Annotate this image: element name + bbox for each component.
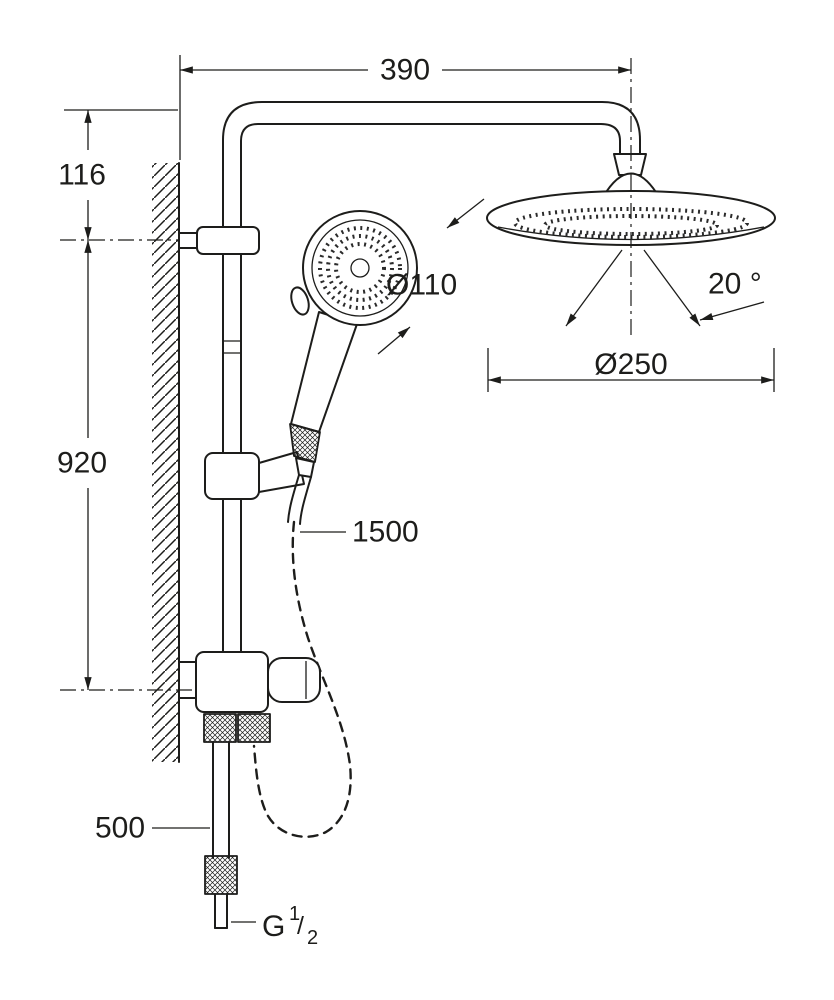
reference-lines — [60, 58, 632, 691]
dim-250-label: Ø250 — [594, 348, 667, 381]
dim-1500-label: 1500 — [352, 516, 419, 549]
thread-letter: G — [262, 910, 285, 943]
supply-pipe — [204, 741, 238, 929]
hand-shower-handle — [290, 311, 358, 433]
supply-nut — [203, 713, 237, 743]
pipe-coupling — [204, 855, 238, 895]
dimension-thread: G 1 / 2 — [231, 894, 318, 949]
holder-glide — [204, 452, 260, 500]
dimension-tilt-angle: 20 ° — [565, 249, 765, 327]
hose-nut — [237, 713, 271, 743]
dim-110-label: Ø110 — [386, 269, 457, 302]
dimension-390: 390 — [179, 54, 631, 160]
diverter-body — [195, 651, 269, 713]
dimension-head-shower-diameter: Ø250 — [487, 348, 775, 392]
hand-shower-button — [290, 286, 310, 316]
diverter-assembly — [178, 651, 321, 743]
thread-denominator: 2 — [307, 927, 318, 949]
top-supply-pipe — [222, 101, 641, 171]
thread-numerator: 1 — [289, 903, 300, 925]
dim-390-label: 390 — [380, 54, 430, 87]
upper-wall-bracket — [178, 226, 260, 255]
dimension-920: 920 — [57, 240, 107, 690]
dimension-500: 500 — [95, 812, 210, 845]
hose-dashed-loop — [252, 520, 352, 838]
angle-label: 20 ° — [708, 268, 762, 301]
diverter-knob — [267, 657, 321, 703]
diverter-wall-stub — [178, 661, 197, 699]
thread-slash: / — [297, 912, 304, 940]
dimension-hand-shower-diameter: Ø110 — [377, 198, 485, 355]
head-shower-connector — [613, 153, 647, 176]
dimension-116: 116 — [58, 109, 178, 240]
dimension-1500: 1500 — [300, 516, 419, 549]
shower-hose — [252, 474, 352, 838]
dim-920-label: 920 — [57, 447, 107, 480]
thread-label: G 1 / 2 — [262, 894, 318, 949]
sliding-holder — [204, 451, 305, 500]
hand-shower — [289, 210, 418, 478]
hand-shower-nozzles — [318, 226, 402, 310]
wall-hatch — [152, 163, 179, 762]
wall-section — [152, 162, 180, 763]
dim-116-label: 116 — [58, 159, 106, 192]
dim-500-label: 500 — [95, 812, 145, 845]
